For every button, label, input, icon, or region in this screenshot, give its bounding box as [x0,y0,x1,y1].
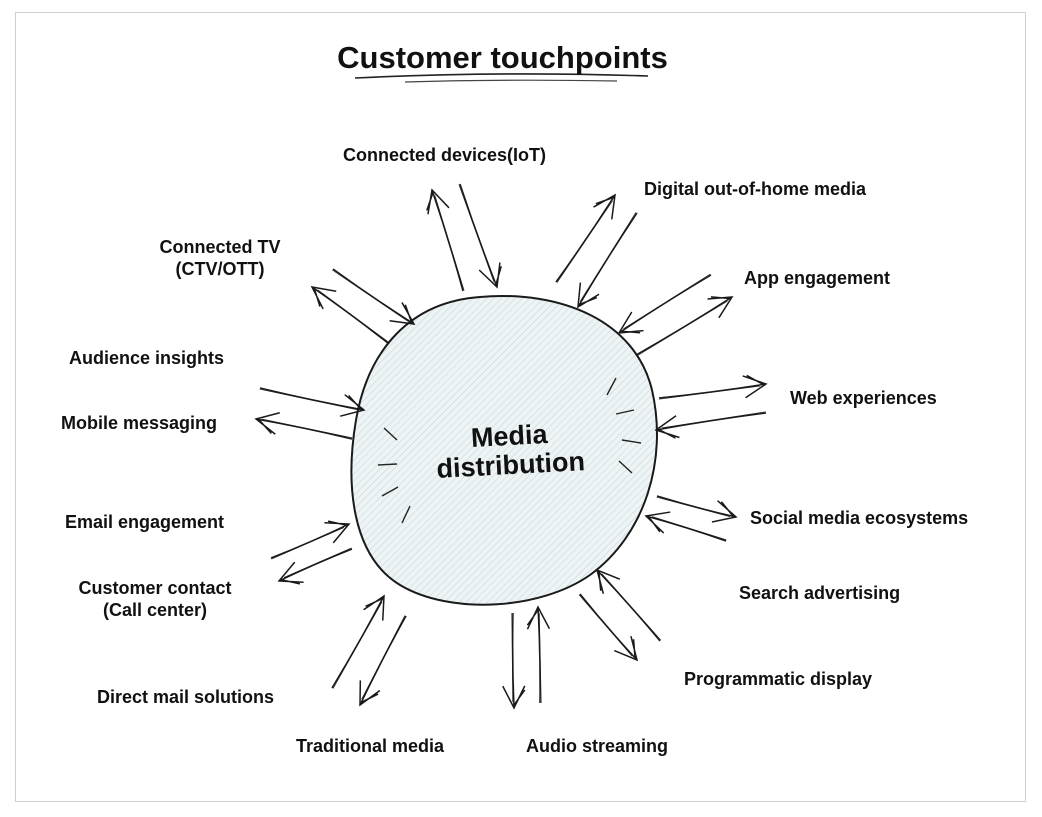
label-text: Direct mail solutions [97,687,275,707]
arrowhead-icon [593,193,616,220]
label-text: Audience insights [69,348,225,368]
label-social-media: Social media ecosystems [750,507,968,529]
label-text: Web experiences [790,388,937,408]
arrowhead-icon [502,685,526,710]
arrowhead-icon [577,282,600,309]
hub-label: Media distribution [399,416,622,485]
label-text: Search advertising [739,583,901,603]
arrow-web-experiences-out [658,374,768,400]
label-text-line1: Customer contact [78,578,232,598]
arrow-audio-out [502,612,526,710]
arrow-social-media-in [644,511,727,542]
arrow-connected-tv-out [310,286,390,345]
label-text-line2: (Call center) [102,600,208,620]
arrowhead-icon [340,394,366,417]
arrow-social-media-out [656,495,738,523]
label-email-engagement: Email engagement [65,511,224,533]
diagram-title: Customer touchpoints [337,40,668,75]
label-text: Email engagement [65,512,225,532]
arrowhead-icon [478,262,502,289]
arrowhead-icon [254,411,280,435]
label-programmatic-display: Programmatic display [684,668,872,690]
arrowhead-icon [595,568,621,594]
arrow-email-in [270,520,351,560]
arrow-app-engagement-out [635,296,734,357]
label-text: Traditional media [296,736,445,756]
label-text: Social media ecosystems [750,508,969,528]
label-text-line1: Connected TV [159,237,281,257]
arrow-connected-tv-in [332,268,416,325]
arrowhead-icon [614,635,639,662]
arrow-mobile-out [254,411,353,440]
label-text: Audio streaming [526,736,669,756]
label-audio-streaming: Audio streaming [526,735,668,757]
arrow-web-experiences-in [654,411,767,439]
label-text: Programmatic display [684,669,873,689]
arrowhead-icon [526,605,551,630]
label-connected-tv: Connected TV (CTV/OTT) [150,236,290,280]
label-traditional-media: Traditional media [296,735,444,757]
arrow-connected-devices-out [426,188,465,292]
arrowhead-icon [363,594,385,621]
title-underline [354,73,649,83]
label-web-experiences: Web experiences [790,387,937,409]
arrowhead-icon [324,520,351,544]
label-text-line2: (CTV/OTT) [175,259,265,279]
arrow-customer-contact-out [277,547,353,585]
media-distribution-hub [350,295,658,606]
label-mobile-messaging: Mobile messaging [61,412,217,434]
arrowhead-icon [426,188,450,215]
arrowhead-icon [742,374,768,399]
label-text: App engagement [744,268,891,288]
label-customer-contact: Customer contact (Call center) [70,577,240,621]
arrowhead-icon [617,311,644,334]
arrow-traditional-out [331,594,385,689]
arrow-traditional-in [359,615,407,707]
hub-tick-marks [377,377,642,524]
label-text: Mobile messaging [61,413,218,433]
arrow-digital-ooh-in [577,212,638,309]
arrowhead-icon [654,415,680,439]
label-audience-insights: Audience insights [69,347,224,369]
arrow-programmatic-out [578,593,639,662]
arrow-digital-ooh-out [555,193,616,283]
label-direct-mail: Direct mail solutions [97,686,274,708]
arrowhead-icon [277,561,304,585]
arrow-app-engagement-in [617,273,712,334]
arrow-connected-devices-in [458,183,502,289]
label-connected-devices: Connected devices(IoT) [343,144,546,166]
touchpoint-arrows [254,183,768,710]
arrowhead-icon [310,286,337,310]
label-search-advertising: Search advertising [739,582,900,604]
label-digital-out-of-home: Digital out-of-home media [644,178,866,200]
arrowhead-icon [359,680,381,707]
arrowhead-icon [389,302,416,325]
label-text: Digital out-of-home media [644,179,866,199]
arrow-audio-in [526,605,551,704]
arrow-mobile-in [259,387,366,417]
arrowhead-icon [644,511,671,534]
arrow-programmatic-in [595,568,662,642]
arrowhead-icon [711,500,738,523]
label-text: Connected devices(IoT) [343,145,547,165]
arrowhead-icon [707,296,734,319]
label-app-engagement: App engagement [744,267,890,289]
